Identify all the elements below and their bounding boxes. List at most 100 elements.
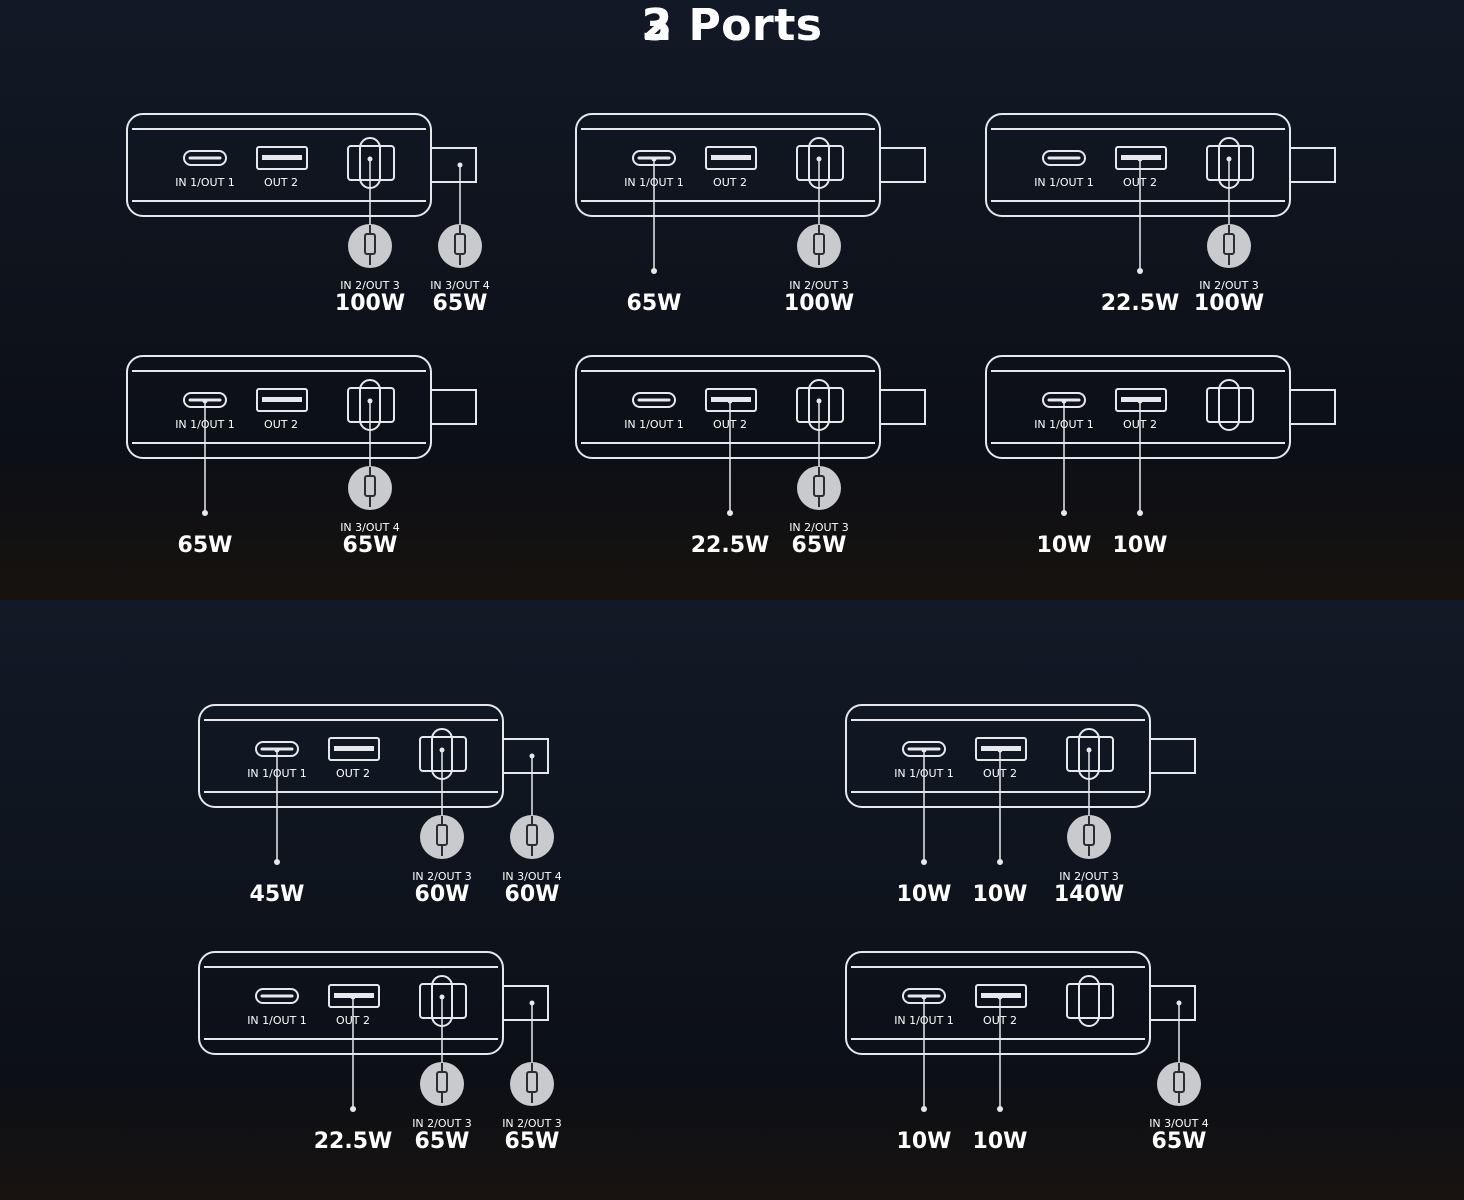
usb-c-plug-badge — [510, 1062, 554, 1106]
usb-c-port-label: IN 1/OUT 1 — [175, 176, 235, 189]
output-wattage-label: 45W — [250, 882, 305, 907]
output-wattage-label: 10W — [1113, 533, 1168, 558]
usb-c-plug-badge — [420, 1062, 464, 1106]
cable-wrap-frame — [347, 387, 395, 423]
output-wattage-label: 10W — [973, 1129, 1028, 1154]
cable-wrap-frame — [1206, 387, 1254, 423]
usb-a-port-slot — [262, 397, 302, 402]
output-wattage-label: 22.5W — [1101, 291, 1180, 316]
cable-end-dot — [1061, 510, 1067, 516]
usb-a-port-label: OUT 2 — [264, 176, 298, 189]
cable-end-dot — [727, 510, 733, 516]
three-ports-section — [0, 600, 1464, 1200]
output-wattage-label: 10W — [897, 882, 952, 907]
cable-end-dot — [350, 1106, 356, 1112]
usb-c-port-icon — [632, 392, 676, 408]
cable-end-dot — [1137, 268, 1143, 274]
usb-c-plug-badge — [438, 224, 482, 268]
usb-c-plug-badge — [348, 224, 392, 268]
usb-a-port-slot — [262, 155, 302, 160]
cable-end-dot — [202, 510, 208, 516]
output-wattage-label: 100W — [784, 291, 854, 316]
cable-wrap-frame — [1066, 736, 1114, 772]
usb-a-port-icon — [975, 984, 1027, 1008]
port-mode-label: IN 2/OUT 3 — [412, 870, 472, 883]
cable-loop-icon — [1218, 379, 1240, 431]
side-plug-icon — [430, 389, 477, 425]
output-wattage-label: 65W — [433, 291, 488, 316]
port-mode-label: IN 2/OUT 3 — [412, 1117, 472, 1130]
output-wattage-label: 60W — [415, 882, 470, 907]
cable-wrap-frame — [796, 387, 844, 423]
output-wattage-label: 65W — [343, 533, 398, 558]
usb-c-port-label: IN 1/OUT 1 — [1034, 176, 1094, 189]
usb-c-port-label: IN 1/OUT 1 — [247, 1014, 307, 1027]
section-title-3-ports: 3 Ports — [641, 0, 823, 51]
cable-wrap-frame — [419, 983, 467, 1019]
side-plug-icon — [879, 147, 926, 183]
cable-end-dot — [921, 859, 927, 865]
output-wattage-label: 140W — [1054, 882, 1124, 907]
two-ports-section — [0, 0, 1464, 600]
section-title-2-ports: 2 Ports — [641, 0, 823, 51]
cable-wrap-frame — [1066, 983, 1114, 1019]
port-mode-label: IN 3/OUT 4 — [502, 870, 562, 883]
port-mode-label: IN 3/OUT 4 — [340, 521, 400, 534]
usb-a-port-icon — [705, 388, 757, 412]
output-wattage-label: 65W — [792, 533, 847, 558]
usb-c-plug-badge — [1157, 1062, 1201, 1106]
output-wattage-label: 65W — [415, 1129, 470, 1154]
port-mode-label: IN 3/OUT 4 — [430, 279, 490, 292]
usb-c-plug-badge — [797, 224, 841, 268]
cable-wrap-frame — [1206, 145, 1254, 181]
output-wattage-label: 10W — [973, 882, 1028, 907]
output-wattage-label: 22.5W — [314, 1129, 393, 1154]
usb-c-plug-badge — [420, 815, 464, 859]
usb-c-plug-badge — [510, 815, 554, 859]
usb-a-port-icon — [1115, 388, 1167, 412]
cable-wrap-frame — [347, 145, 395, 181]
port-mode-label: IN 2/OUT 3 — [340, 279, 400, 292]
cable-wrap-frame — [419, 736, 467, 772]
side-plug-icon — [502, 985, 549, 1021]
usb-c-plug-badge — [1207, 224, 1251, 268]
port-mode-label: IN 2/OUT 3 — [502, 1117, 562, 1130]
cable-end-dot — [651, 268, 657, 274]
usb-a-port-label: OUT 2 — [713, 176, 747, 189]
usb-c-port-icon — [1042, 150, 1086, 166]
side-plug-icon — [502, 738, 549, 774]
side-plug-icon — [1149, 985, 1196, 1021]
output-wattage-label: 65W — [178, 533, 233, 558]
usb-a-port-icon — [256, 146, 308, 170]
usb-c-plug-badge — [1067, 815, 1111, 859]
usb-c-port-icon — [183, 150, 227, 166]
usb-c-plug-badge — [348, 466, 392, 510]
port-mode-label: IN 2/OUT 3 — [789, 279, 849, 292]
output-wattage-label: 10W — [897, 1129, 952, 1154]
output-wattage-label: 10W — [1037, 533, 1092, 558]
output-wattage-label: 65W — [505, 1129, 560, 1154]
usb-a-port-slot — [711, 155, 751, 160]
cable-end-dot — [997, 1106, 1003, 1112]
usb-a-port-label: OUT 2 — [264, 418, 298, 431]
output-wattage-label: 100W — [335, 291, 405, 316]
usb-c-plug-badge — [797, 466, 841, 510]
output-wattage-label: 60W — [505, 882, 560, 907]
usb-a-port-icon — [328, 737, 380, 761]
cable-end-dot — [921, 1106, 927, 1112]
port-mode-label: IN 2/OUT 3 — [789, 521, 849, 534]
side-plug-icon — [1289, 147, 1336, 183]
usb-a-port-icon — [256, 388, 308, 412]
side-plug-icon — [430, 147, 477, 183]
side-plug-icon — [1289, 389, 1336, 425]
output-wattage-label: 65W — [627, 291, 682, 316]
output-wattage-label: 22.5W — [691, 533, 770, 558]
